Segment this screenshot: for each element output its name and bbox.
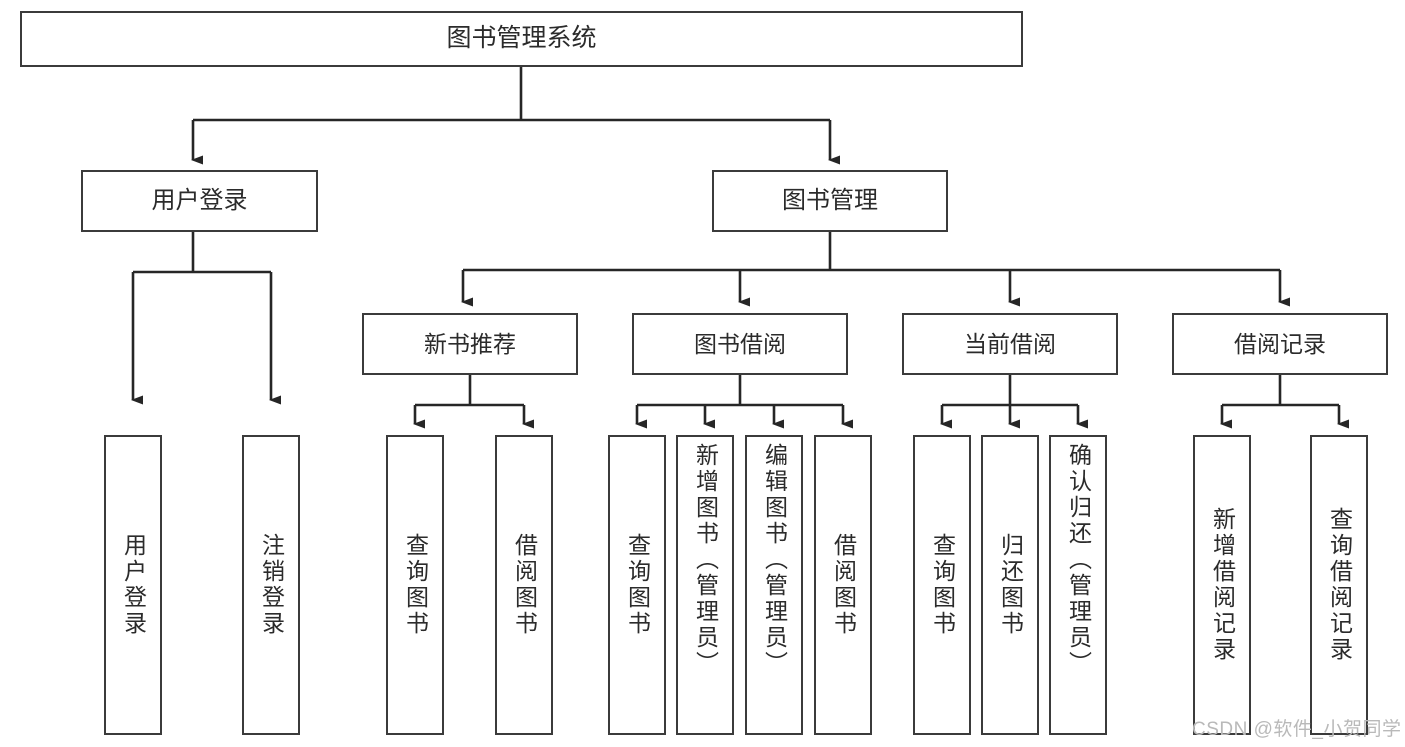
node-label: 归还图书 (997, 533, 1024, 637)
node-leaf-logout[interactable]: 注销登录 (242, 435, 300, 735)
node-root-book-management-system[interactable]: 图书管理系统 (20, 11, 1023, 67)
node-leaf-add-book-admin[interactable]: 新增图书（管理员） (676, 435, 734, 735)
node-label: 图书借阅 (694, 330, 786, 357)
node-label: 新书推荐 (424, 330, 516, 357)
node-label: 注销登录 (258, 533, 285, 637)
node-leaf-query-book-new[interactable]: 查询图书 (386, 435, 444, 735)
node-label: 查询借阅记录 (1326, 507, 1353, 663)
node-label: 借阅图书 (511, 533, 538, 637)
node-leaf-query-book-current[interactable]: 查询图书 (913, 435, 971, 735)
node-label: 借阅记录 (1234, 330, 1326, 357)
node-current-borrow[interactable]: 当前借阅 (902, 313, 1118, 375)
node-label: 新增图书（管理员） (692, 443, 719, 677)
node-label: 图书管理 (782, 187, 878, 214)
node-leaf-user-login[interactable]: 用户登录 (104, 435, 162, 735)
node-label: 用户登录 (120, 533, 147, 637)
node-leaf-add-borrow-record[interactable]: 新增借阅记录 (1193, 435, 1251, 735)
node-leaf-borrow-book[interactable]: 借阅图书 (814, 435, 872, 735)
node-user-login[interactable]: 用户登录 (81, 170, 318, 232)
node-label: 编辑图书（管理员） (761, 443, 788, 677)
node-leaf-borrow-book-new[interactable]: 借阅图书 (495, 435, 553, 735)
csdn-watermark: CSDN @软件_小贺同学 (1192, 719, 1402, 740)
node-label: 查询图书 (402, 533, 429, 637)
node-label: 新增借阅记录 (1209, 507, 1236, 663)
node-label: 借阅图书 (830, 533, 857, 637)
node-leaf-return-book[interactable]: 归还图书 (981, 435, 1039, 735)
node-label: 当前借阅 (964, 330, 1056, 357)
node-new-book-recommend[interactable]: 新书推荐 (362, 313, 578, 375)
node-leaf-confirm-return-admin[interactable]: 确认归还（管理员） (1049, 435, 1107, 735)
node-label: 确认归还（管理员） (1065, 443, 1092, 677)
node-book-borrow[interactable]: 图书借阅 (632, 313, 848, 375)
node-label: 查询图书 (624, 533, 651, 637)
node-label: 图书管理系统 (446, 24, 597, 53)
node-borrow-record[interactable]: 借阅记录 (1172, 313, 1388, 375)
node-label: 查询图书 (929, 533, 956, 637)
node-book-management[interactable]: 图书管理 (712, 170, 948, 232)
node-leaf-query-borrow-record[interactable]: 查询借阅记录 (1310, 435, 1368, 735)
node-leaf-edit-book-admin[interactable]: 编辑图书（管理员） (745, 435, 803, 735)
node-leaf-query-book-borrow[interactable]: 查询图书 (608, 435, 666, 735)
node-label: 用户登录 (151, 187, 248, 214)
